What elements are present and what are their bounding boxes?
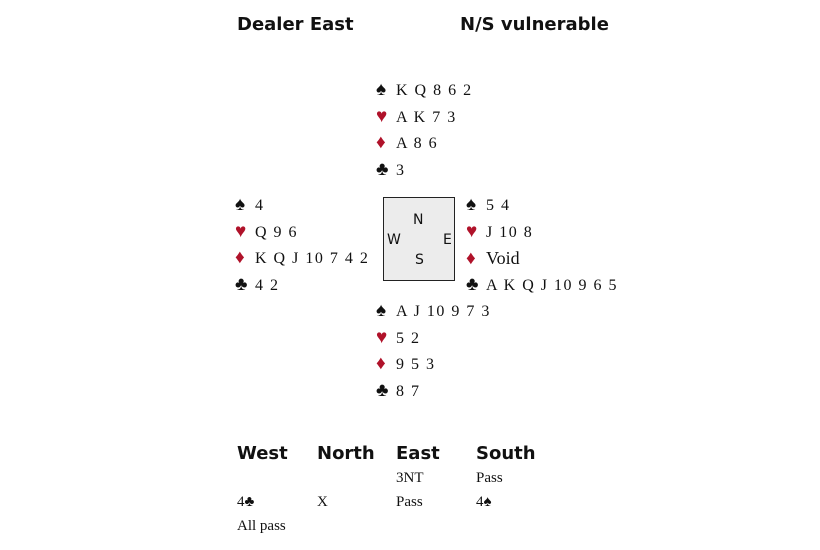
heart-icon: ♥ (466, 220, 478, 242)
auction-header-south: South (476, 443, 536, 464)
club-icon: ♣ (466, 273, 479, 295)
compass-box: N W E S (383, 197, 455, 281)
dealer-label: Dealer East (237, 14, 354, 35)
west-clubs: 4 2 (255, 276, 280, 294)
diamond-icon: ♦ (376, 132, 386, 153)
spade-icon: ♠ (235, 194, 246, 215)
auction-bid: 4♣ (237, 494, 255, 510)
auction-bid: All pass (237, 518, 286, 534)
auction-bid: Pass (396, 494, 423, 510)
heart-icon: ♥ (376, 326, 388, 348)
west-hand: ♠ 4 ♥ Q 9 6 ♦ K Q J 10 7 4 2 ♣ 4 2 (235, 192, 369, 298)
compass-east: E (443, 232, 452, 248)
vulnerability-label: N/S vulnerable (460, 14, 609, 35)
compass-south: S (415, 252, 424, 268)
east-clubs: A K Q J 10 9 6 5 (486, 276, 619, 294)
club-icon: ♣ (376, 158, 389, 180)
south-hearts: 5 2 (396, 329, 421, 347)
south-diamonds: 9 5 3 (396, 356, 436, 373)
diamond-icon: ♦ (376, 353, 386, 374)
auction-bid: 4♠ (476, 494, 492, 510)
east-hand: ♠ 5 4 ♥ J 10 8 ♦ Void ♣ A K Q J 10 9 6 5 (466, 192, 618, 298)
heart-icon: ♥ (376, 105, 388, 127)
club-icon: ♣ (376, 379, 389, 401)
south-hand: ♠ A J 10 9 7 3 ♥ 5 2 ♦ 9 5 3 ♣ 8 7 (376, 298, 491, 404)
compass-west: W (387, 232, 401, 248)
club-icon: ♣ (235, 273, 248, 295)
south-clubs: 8 7 (396, 382, 421, 400)
north-diamonds: A 8 6 (396, 135, 439, 152)
compass-north: N (413, 212, 424, 228)
north-spades: K Q 8 6 2 (396, 82, 473, 99)
heart-icon: ♥ (235, 220, 247, 242)
west-spades: 4 (255, 197, 265, 214)
west-hearts: Q 9 6 (255, 223, 299, 241)
auction-header-east: East (396, 443, 440, 464)
auction-bid: Pass (476, 470, 503, 486)
north-clubs: 3 (396, 161, 406, 179)
spade-icon: ♠ (376, 300, 387, 321)
spade-icon: ♠ (466, 194, 477, 215)
east-spades: 5 4 (486, 197, 511, 214)
spade-icon: ♠ (376, 79, 387, 100)
auction-header-north: North (317, 443, 375, 464)
diamond-icon: ♦ (235, 247, 245, 268)
auction-bid: 3NT (396, 470, 424, 486)
diamond-icon: ♦ (466, 248, 476, 269)
north-hearts: A K 7 3 (396, 108, 457, 126)
south-spades: A J 10 9 7 3 (396, 303, 491, 320)
east-hearts: J 10 8 (486, 223, 534, 241)
auction-bid: X (317, 494, 328, 510)
east-diamonds: Void (486, 248, 520, 268)
west-diamonds: K Q J 10 7 4 2 (255, 250, 370, 267)
auction-header-west: West (237, 443, 288, 464)
north-hand: ♠ K Q 8 6 2 ♥ A K 7 3 ♦ A 8 6 ♣ 3 (376, 77, 473, 183)
